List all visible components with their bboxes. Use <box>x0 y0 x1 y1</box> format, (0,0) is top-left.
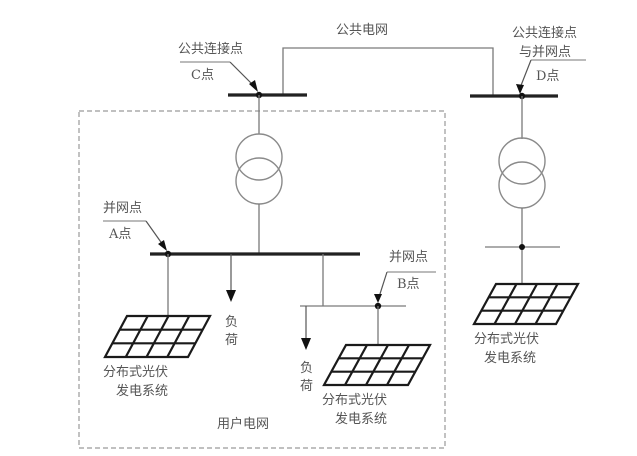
point-d-callout <box>516 59 586 94</box>
point-c-name: C点 <box>191 68 214 83</box>
pv-array-col-line <box>124 315 149 358</box>
point-c-arrow-icon <box>249 80 258 92</box>
public-grid-label: 公共电网 <box>336 23 388 38</box>
transformer-2-icon <box>498 96 546 283</box>
pv-1-label-1: 分布式光伏 <box>103 365 168 380</box>
load-2-label-2: 荷 <box>300 379 313 394</box>
point-b-arrow-icon <box>374 294 382 303</box>
pv-array-col-line <box>365 344 389 386</box>
pv-array-col-line <box>514 283 538 325</box>
pv-array-col-line <box>386 344 410 386</box>
pv-2-label-2: 发电系统 <box>335 411 387 427</box>
load-1-label-2: 荷 <box>225 333 238 348</box>
pv-array-col-line <box>493 283 518 325</box>
point-b-callout <box>374 271 436 303</box>
point-c-title: 公共连接点 <box>178 41 243 57</box>
pv-array-col-line <box>145 315 170 358</box>
load-1-arrow-icon <box>226 254 236 302</box>
pv-array-col-line <box>534 283 559 325</box>
pv-array-3-icon <box>472 282 580 326</box>
pv-3-label-1: 分布式光伏 <box>474 332 539 347</box>
pv-array-col-line <box>166 315 191 358</box>
point-d-title-1: 公共连接点 <box>512 25 577 41</box>
point-a-arrow-icon <box>158 240 167 251</box>
pv-1-label-2: 发电系统 <box>116 383 168 399</box>
user-grid-label: 用户电网 <box>217 416 269 432</box>
load-2-label-1: 负 <box>300 361 313 376</box>
point-d-arrow-icon <box>516 84 524 94</box>
pv-array-1-icon <box>103 314 212 359</box>
point-a-name: A点 <box>108 227 131 242</box>
pv-array-col-line <box>344 344 368 386</box>
point-a-title: 并网点 <box>103 201 142 216</box>
point-b-title: 并网点 <box>389 250 428 265</box>
pv-2-label-1: 分布式光伏 <box>322 393 387 408</box>
point-a-callout <box>103 220 167 251</box>
pv-3-label-2: 发电系统 <box>484 350 536 366</box>
point-b-name: B点 <box>397 277 420 292</box>
point-c-callout <box>180 61 258 92</box>
pv-array-2-icon <box>322 343 432 387</box>
load-2-arrow-icon <box>301 306 311 350</box>
point-d-name: D点 <box>536 69 559 84</box>
transformer-1-icon <box>235 95 283 254</box>
point-d-title-2: 与并网点 <box>519 45 571 60</box>
public-grid-link <box>282 47 494 95</box>
pv3-connection-dot <box>519 244 525 250</box>
load-1-label-1: 负 <box>225 315 238 330</box>
